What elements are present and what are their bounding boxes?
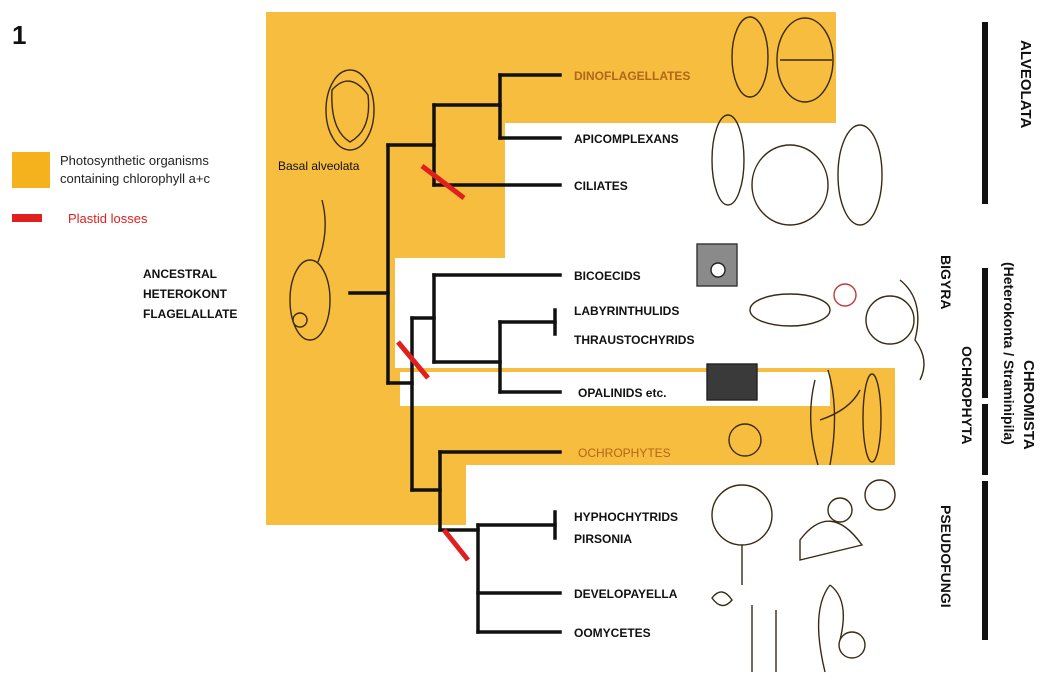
apicomplexan-sketch (712, 115, 744, 205)
hyphochytrid-sketch (712, 485, 772, 545)
thraustochytrid-sketch-1 (834, 284, 856, 306)
taxon-ochrophytes: OCHROPHYTES (578, 446, 671, 460)
opalinid-photo (707, 364, 757, 400)
oomycete-sketch-4 (839, 632, 865, 658)
oomycete-sketch-3 (819, 585, 844, 672)
ancestral-label-2: HETEROKONT (143, 287, 228, 301)
taxon-developayella: DEVELOPAYELLA (574, 587, 678, 601)
group-chromista: CHROMISTA (1020, 360, 1037, 450)
taxon-apicomplexans: APICOMPLEXANS (574, 132, 679, 146)
legend-swatch-photosynthetic (12, 152, 50, 188)
group-pseudofungi: PSEUDOFUNGI (938, 505, 954, 608)
taxon-opalinids: OPALINIDS etc. (578, 386, 666, 400)
ciliate-sketch-2 (838, 125, 882, 225)
taxon-thraustochyrids: THRAUSTOCHYRIDS (574, 333, 694, 347)
taxon-ciliates: CILIATES (574, 179, 628, 193)
group-bigyra: BIGYRA (938, 255, 954, 309)
legend-plastid-loss: Plastid losses (68, 211, 148, 226)
photosynthetic-region-alveolata (266, 12, 836, 368)
legend-photosynthetic-line1: Photosynthetic organisms (60, 153, 209, 168)
legend-swatch-plastid-loss (12, 214, 42, 222)
basal-alveolata-label: Basal alveolata (278, 159, 360, 173)
legend-photosynthetic-line2: containing chlorophyll a+c (60, 171, 210, 186)
pirsonia-sketch (800, 521, 862, 560)
group-chromista-sub: (Heterokonta / Straminipila) (1001, 262, 1017, 445)
developayella-sketch (712, 592, 732, 606)
taxon-hyphochytrids: HYPHOCHYTRIDS (574, 510, 678, 524)
taxon-labyrinthulids: LABYRINTHULIDS (574, 304, 679, 318)
labyrinthulid-sketch (750, 294, 830, 326)
plastid-loss-pseudofungi (444, 530, 468, 560)
taxon-oomycetes: OOMYCETES (574, 626, 651, 640)
taxon-dinoflagellates: DINOFLAGELLATES (574, 69, 690, 83)
thraustochytrid-sketch-2 (866, 296, 914, 344)
ancestral-label-3: FLAGELALLATE (143, 307, 237, 321)
group-ochrophyta: OCHROPHYTA (959, 346, 975, 445)
ciliate-sketch-1 (752, 145, 828, 225)
figure-number: 1 (12, 20, 26, 50)
group-alveolata: ALVEOLATA (1017, 40, 1034, 128)
ancestral-label-1: ANCESTRAL (143, 267, 217, 281)
taxon-bicoecids: BICOECIDS (574, 269, 641, 283)
taxon-pirsonia: PIRSONIA (574, 532, 632, 546)
